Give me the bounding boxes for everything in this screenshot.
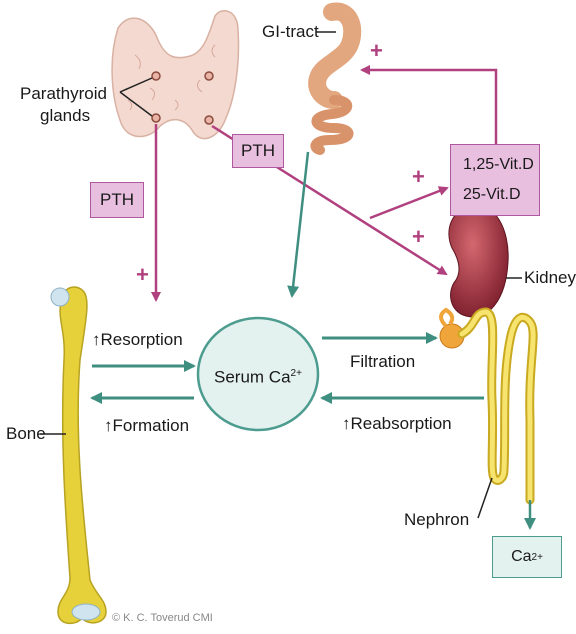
vitamin-d-precursor-label: 25-Vit.D bbox=[463, 186, 521, 204]
vitamin-d-box: 1,25-Vit.D 25-Vit.D bbox=[450, 144, 540, 216]
gi-tract-label: GI-tract bbox=[262, 22, 319, 42]
resorption-text: Resorption bbox=[101, 330, 183, 349]
formation-label: ↑Formation bbox=[104, 416, 189, 436]
resorption-label: ↑Resorption bbox=[92, 330, 183, 350]
thyroid-parathyroid-illustration bbox=[112, 11, 238, 139]
parathyroid-label-line2: glands bbox=[40, 106, 90, 126]
reabsorption-label: ↑Reabsorption bbox=[342, 414, 452, 434]
reabsorption-text: Reabsorption bbox=[351, 414, 452, 433]
serum-calcium-charge: 2+ bbox=[291, 368, 302, 379]
gi-tract-illustration bbox=[315, 11, 352, 150]
pth-box-left: PTH bbox=[90, 182, 144, 218]
serum-calcium-text: Serum Ca bbox=[214, 368, 291, 387]
increase-arrow-glyph: ↑ bbox=[342, 414, 351, 433]
kidney-label: Kidney bbox=[524, 268, 576, 288]
formation-text: Formation bbox=[113, 416, 190, 435]
bone-label: Bone bbox=[6, 424, 46, 444]
filtration-label: Filtration bbox=[350, 352, 415, 372]
nephron-label: Nephron bbox=[404, 510, 469, 530]
parathyroid-label-line1: Parathyroid bbox=[20, 84, 107, 104]
excreted-calcium-text: Ca bbox=[511, 548, 531, 566]
plus-sign-kidney: + bbox=[412, 226, 425, 248]
excreted-calcium-charge: 2+ bbox=[532, 552, 543, 563]
plus-sign-gi: + bbox=[370, 40, 383, 62]
vitamin-d-active-label: 1,25-Vit.D bbox=[463, 156, 534, 174]
plus-sign-bone: + bbox=[136, 264, 149, 286]
pth-box-right: PTH bbox=[232, 134, 284, 168]
plus-sign-vitd: + bbox=[412, 166, 425, 188]
copyright-credit: © K. C. Toverud CMI bbox=[112, 612, 213, 624]
increase-arrow-glyph: ↑ bbox=[104, 416, 113, 435]
increase-arrow-glyph: ↑ bbox=[92, 330, 101, 349]
serum-calcium-label: Serum Ca2+ bbox=[214, 364, 302, 388]
kidney-illustration bbox=[449, 205, 522, 317]
nephron-illustration bbox=[440, 310, 533, 518]
